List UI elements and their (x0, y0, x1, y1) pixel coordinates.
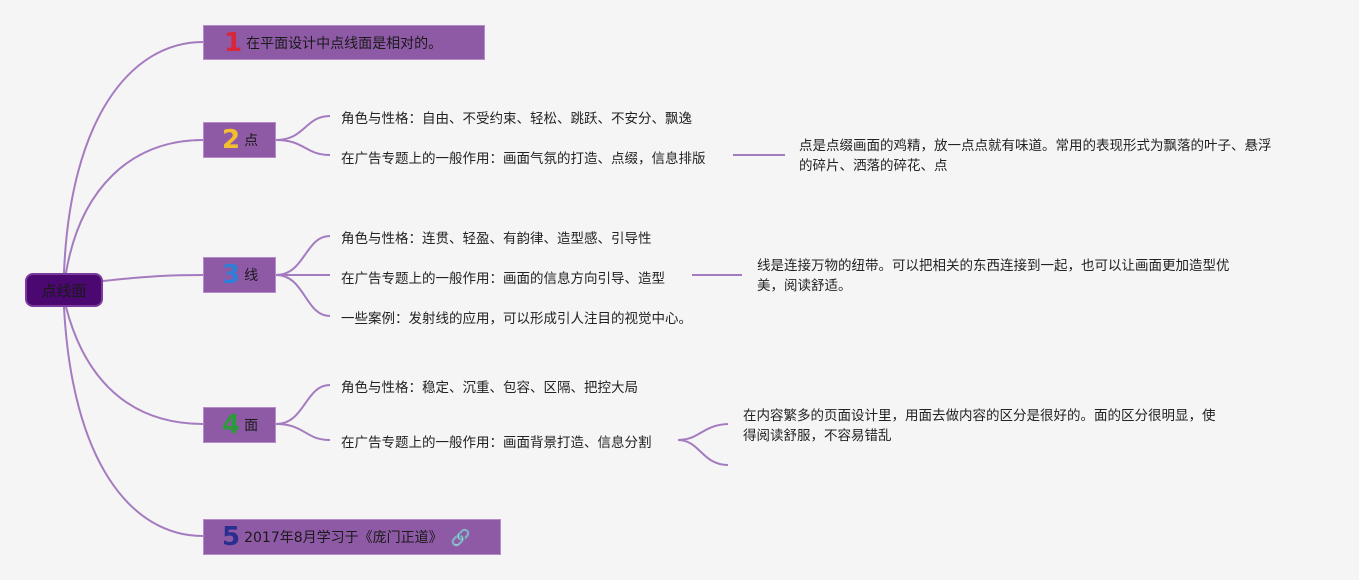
branch-number-2: 2 (222, 125, 241, 155)
note-4-line-2: 得阅读舒服，不容易错乱 (743, 428, 892, 444)
branch-label-1: 在平面设计中点线面是相对的。 (246, 35, 443, 52)
note-4-line-1: 在内容繁多的页面设计里，用面去做内容的区分是很好的。面的区分很明显，使 (743, 408, 1216, 424)
note-2-line-2: 的碎片、洒落的碎花、点 (799, 158, 948, 174)
branch-1[interactable]: 1 在平面设计中点线面是相对的。 (203, 25, 485, 60)
branch-5[interactable]: 5 2017年8月学习于《庞门正道》 🔗 (203, 519, 501, 555)
note-3-line-2: 美，阅读舒适。 (757, 278, 852, 294)
leaf-4-2[interactable]: 在广告专题上的一般作用：画面背景打造、信息分割 (341, 435, 652, 451)
branch-2[interactable]: 2 点 (203, 122, 276, 158)
leaf-2-1[interactable]: 角色与性格：自由、不受约束、轻松、跳跃、不安分、飘逸 (341, 111, 692, 127)
note-3-line-1: 线是连接万物的纽带。可以把相关的东西连接到一起，也可以让画面更加造型优 (757, 258, 1230, 274)
branch-number-5: 5 (222, 522, 241, 552)
leaf-3-3[interactable]: 一些案例：发射线的应用，可以形成引人注目的视觉中心。 (341, 311, 692, 327)
branch-number-3: 3 (222, 260, 241, 290)
branch-number-4: 4 (222, 410, 241, 440)
branch-label-2: 点 (244, 133, 259, 149)
leaf-3-1[interactable]: 角色与性格：连贯、轻盈、有韵律、造型感、引导性 (341, 231, 652, 247)
root-node[interactable]: 点线面 (25, 273, 103, 307)
note-3[interactable]: 线是连接万物的纽带。可以把相关的东西连接到一起，也可以让画面更加造型优 美，阅读… (757, 256, 1230, 296)
branch-number-1: 1 (224, 27, 243, 58)
branch-label-3: 线 (244, 268, 259, 284)
branch-4[interactable]: 4 面 (203, 407, 276, 443)
leaf-4-1[interactable]: 角色与性格：稳定、沉重、包容、区隔、把控大局 (341, 380, 638, 396)
branch-label-4: 面 (244, 418, 259, 434)
note-2[interactable]: 点是点缀画面的鸡精，放一点点就有味道。常用的表现形式为飘落的叶子、悬浮 的碎片、… (799, 136, 1272, 176)
link-icon[interactable]: 🔗 (450, 527, 471, 547)
leaf-2-2[interactable]: 在广告专题上的一般作用：画面气氛的打造、点缀，信息排版 (341, 151, 706, 167)
branch-3[interactable]: 3 线 (203, 257, 276, 293)
root-label: 点线面 (41, 281, 87, 300)
leaf-3-2[interactable]: 在广告专题上的一般作用：画面的信息方向引导、造型 (341, 271, 665, 287)
note-4[interactable]: 在内容繁多的页面设计里，用面去做内容的区分是很好的。面的区分很明显，使 得阅读舒… (743, 406, 1216, 446)
note-2-line-1: 点是点缀画面的鸡精，放一点点就有味道。常用的表现形式为飘落的叶子、悬浮 (799, 138, 1272, 154)
branch-label-5: 2017年8月学习于《庞门正道》 (244, 530, 443, 546)
